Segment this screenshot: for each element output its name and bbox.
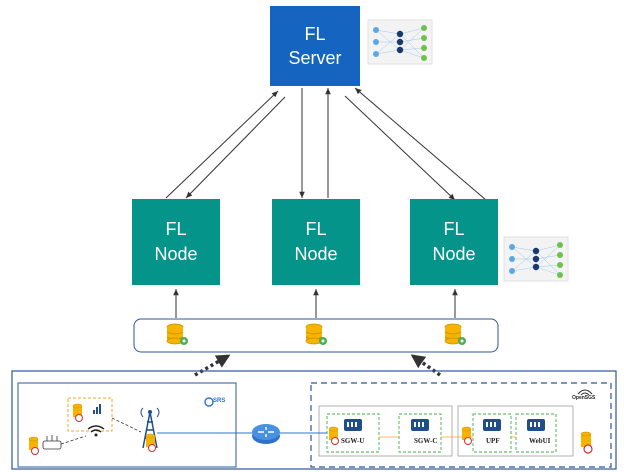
database-with-gear-icon-1 — [166, 323, 188, 345]
server-appliance-icon-sgw-c — [411, 419, 429, 431]
fl-server-label-line1: FL — [304, 24, 326, 44]
opensgs-logo-icon — [577, 389, 593, 396]
modem-to-wifi-link — [60, 435, 87, 445]
server-appliance-icon-webui — [527, 419, 545, 431]
fl-node-label-line1: FL — [443, 219, 465, 239]
fl-server-label-line2: Server — [288, 48, 342, 68]
data-to-node-connectors — [173, 289, 458, 318]
fl-node-label-line2: Node — [154, 244, 198, 264]
server-node-connectors — [165, 87, 487, 201]
fl-node-box-3: FL Node — [410, 199, 498, 285]
function-label-upf: UPF — [486, 437, 500, 445]
testbed-container — [11, 370, 617, 470]
function-box-sgw-c — [398, 413, 442, 453]
core-container — [310, 382, 612, 468]
function-box-webui — [515, 413, 557, 453]
function-box-upf — [472, 413, 512, 453]
database-icon-core-left — [328, 426, 339, 445]
ue-box — [67, 397, 113, 432]
fl-node-label-line1: FL — [305, 219, 327, 239]
fl-node-label-line1: FL — [165, 219, 187, 239]
database-icon-ran-tower — [145, 433, 156, 452]
srs-logo-label: SRS — [213, 398, 226, 404]
database-icon-modem — [28, 436, 39, 455]
database-icon-core-mid — [461, 426, 472, 445]
database-icon-ue — [72, 403, 83, 422]
database-icon-core-right — [580, 431, 593, 454]
opensgs-logo-label: OpenSGS — [572, 395, 596, 401]
fl-node-label-line2: Node — [432, 244, 476, 264]
database-with-gear-icon-2 — [305, 323, 327, 345]
core-group-left — [318, 405, 453, 457]
ran-container — [17, 382, 237, 468]
function-label-sgw-u: SGW-U — [341, 437, 365, 445]
signal-bars-icon — [93, 404, 101, 414]
router-icon — [252, 424, 280, 444]
fl-node-label-line2: Node — [294, 244, 338, 264]
neural-network-icon-top — [367, 19, 433, 65]
modem-icon — [42, 435, 62, 450]
fl-server-box: FL Server — [270, 6, 360, 86]
fl-node-box-2: FL Node — [272, 199, 360, 285]
core-group-right — [457, 405, 574, 457]
server-appliance-icon-sgw-u — [344, 419, 362, 431]
function-label-sgw-c: SGW-C — [414, 437, 438, 445]
testbed-to-data-arrows — [194, 354, 442, 377]
wifi-icon — [87, 425, 105, 437]
server-appliance-icon-upf — [483, 419, 501, 431]
database-with-gear-icon-3 — [444, 323, 466, 345]
function-label-webui: WebUI — [529, 437, 551, 445]
srs-logo-icon — [204, 397, 214, 407]
neural-network-icon-right — [503, 236, 569, 282]
ue-to-tower-link — [111, 417, 142, 433]
fl-node-box-1: FL Node — [132, 199, 220, 285]
